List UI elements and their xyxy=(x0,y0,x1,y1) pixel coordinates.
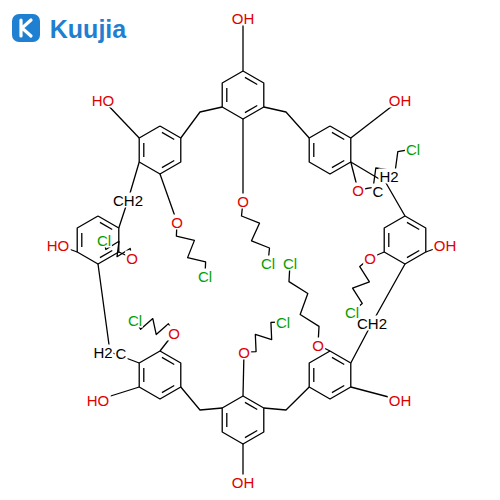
alkyl-chain xyxy=(289,263,319,345)
chlorine-atom: Cl xyxy=(127,313,143,328)
alkyl-chain xyxy=(242,201,270,263)
benzene-ring xyxy=(139,351,181,399)
double-bond xyxy=(226,88,227,102)
oxygen-group: O xyxy=(125,251,139,266)
oxygen-group: O xyxy=(237,345,251,360)
methylene-group: H2 xyxy=(92,345,113,360)
double-bond xyxy=(245,105,257,112)
oxygen-group: OH xyxy=(388,393,413,408)
benzene-ring xyxy=(222,396,264,444)
double-bond xyxy=(388,233,389,247)
double-bond xyxy=(332,132,344,139)
methylene-group: CH2 xyxy=(112,193,144,208)
logo-badge xyxy=(12,14,40,42)
chlorine-atom: Cl xyxy=(405,142,421,157)
chlorine-atom: Cl xyxy=(96,233,112,248)
double-bond xyxy=(313,143,314,157)
benzene-ring xyxy=(139,126,181,174)
oxygen-group: OH xyxy=(388,93,413,108)
oxygen-group: O xyxy=(167,326,181,341)
oxygen-group: O xyxy=(170,215,184,230)
methylene-bridge xyxy=(181,387,222,410)
chlorine-atom: Cl xyxy=(260,256,276,271)
double-bond xyxy=(81,233,82,247)
double-bond xyxy=(100,222,112,229)
oxygen-group: O xyxy=(311,338,325,353)
double-bond xyxy=(332,160,344,167)
chlorine-atom: Cl xyxy=(282,256,298,271)
double-bond xyxy=(162,385,174,392)
benzene-ring xyxy=(309,351,351,399)
bond-lines xyxy=(58,18,445,482)
double-bond xyxy=(245,430,257,437)
oxygen-group: HO xyxy=(86,393,111,408)
oxygen-group: O xyxy=(351,183,365,198)
double-bond xyxy=(162,357,174,364)
methylene-group: H2 xyxy=(378,169,399,184)
benzene-ring xyxy=(309,126,351,174)
benzene-ring xyxy=(222,71,264,119)
oxygen-group: O xyxy=(363,251,377,266)
methylene-group: C xyxy=(372,184,385,199)
single-bond xyxy=(242,119,243,201)
double-bond xyxy=(162,160,174,167)
chlorine-atom: Cl xyxy=(197,269,213,284)
double-bond xyxy=(245,402,257,409)
watermark: Kuujia xyxy=(49,17,127,42)
methylene-bridge xyxy=(181,107,222,138)
logo-mark xyxy=(21,20,31,36)
single-bond xyxy=(242,18,243,71)
methylene-bridge xyxy=(351,162,405,216)
double-bond xyxy=(245,77,257,84)
methylene-bridge xyxy=(264,107,309,138)
methylene-group: CH2 xyxy=(356,316,388,331)
methylene-bridge xyxy=(264,387,309,410)
chlorine-atom: Cl xyxy=(275,315,291,330)
double-bond xyxy=(143,368,144,382)
oxygen-group: O xyxy=(236,194,250,209)
double-bond xyxy=(100,250,112,257)
benzene-ring xyxy=(384,216,426,264)
benzene-ring xyxy=(77,216,119,264)
oxygen-group: OH xyxy=(231,475,256,490)
methylene-group: C xyxy=(115,346,128,361)
oxygen-group: HO xyxy=(91,93,116,108)
double-bond xyxy=(332,385,344,392)
double-bond xyxy=(407,222,419,229)
oxygen-group: OH xyxy=(433,238,458,253)
oxygen-group: OH xyxy=(231,11,256,26)
double-bond xyxy=(407,250,419,257)
double-bond xyxy=(226,413,227,427)
oxygen-group: HO xyxy=(46,238,71,253)
double-bond xyxy=(332,357,344,364)
logo-icon xyxy=(12,14,40,42)
double-bond xyxy=(162,132,174,139)
chlorine-atom: Cl xyxy=(344,305,360,320)
double-bond xyxy=(313,368,314,382)
double-bond xyxy=(143,143,144,157)
